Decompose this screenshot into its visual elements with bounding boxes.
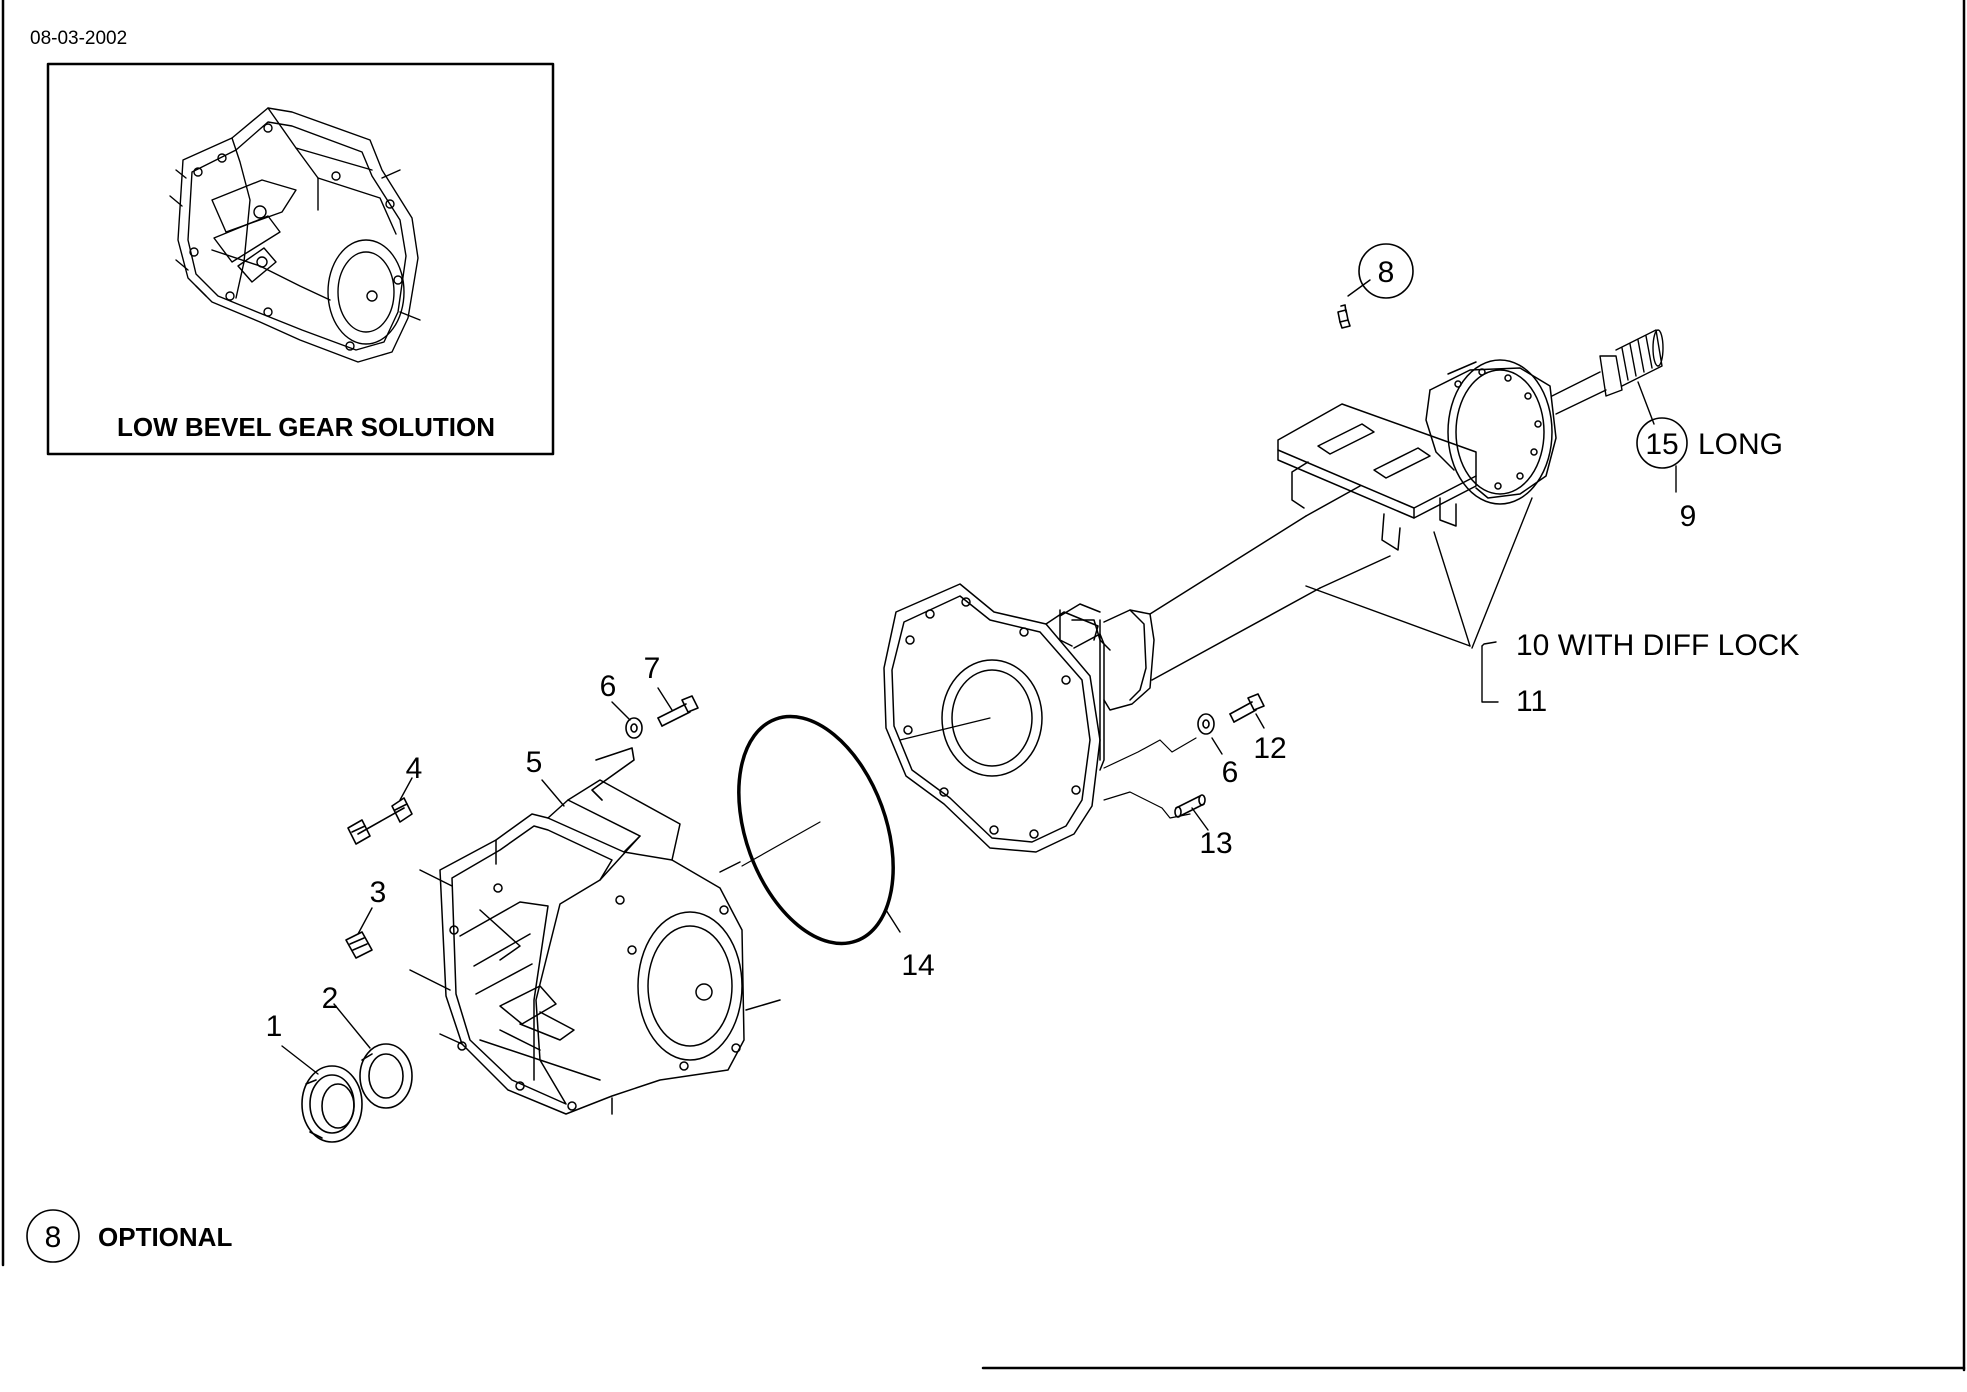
callout-13: 13 <box>1199 827 1232 860</box>
center-axis-line <box>741 717 991 867</box>
callout-3: 3 <box>370 876 387 909</box>
part-1-seal <box>301 1065 363 1143</box>
axle-mounting-bracket <box>1277 403 1477 551</box>
callout-leaders <box>281 279 1677 1075</box>
callout-6-upper: 6 <box>600 670 617 703</box>
part-6-washer-a <box>625 717 643 739</box>
part-2-washer <box>359 1043 413 1109</box>
part-5-housing <box>409 779 781 1115</box>
callout-labels: 1 2 3 4 5 6 7 8 15 LONG 9 10 WITH DIFF L… <box>266 256 1800 1043</box>
callout-15-long: LONG <box>1698 428 1783 461</box>
callout-11: 11 <box>1516 685 1547 718</box>
part-12-bolt <box>1229 693 1265 723</box>
part-4-plugs <box>347 797 413 845</box>
part-6-washer-b <box>1197 713 1215 735</box>
axle-flange <box>883 583 1101 853</box>
legend-symbol-number: 8 <box>45 1221 62 1254</box>
part-3-plug <box>345 931 373 959</box>
axle-hub <box>1425 359 1557 505</box>
callout-15: 15 <box>1645 428 1678 461</box>
callout-1: 1 <box>266 1010 283 1043</box>
callout-6-lower: 6 <box>1222 756 1239 789</box>
axle-tube <box>1059 485 1391 771</box>
part-13-pin <box>1174 794 1206 818</box>
splined-shaft <box>1551 329 1664 415</box>
callout-2: 2 <box>322 982 339 1015</box>
inset-box <box>46 62 555 456</box>
inset-caption: LOW BEVEL GEAR SOLUTION <box>117 412 495 442</box>
part-14-o-ring <box>737 714 895 946</box>
callout-7: 7 <box>644 652 661 685</box>
housing-alignment-leaders <box>591 747 635 801</box>
flange-hardware-leaders <box>1103 737 1197 819</box>
callout-5: 5 <box>526 746 543 779</box>
callout-10-with-diff-lock: 10 WITH DIFF LOCK <box>1516 629 1799 662</box>
callout-8: 8 <box>1378 256 1395 289</box>
drawing-date: 08-03-2002 <box>30 28 128 49</box>
inset-housing-drawing <box>169 107 421 363</box>
part-7-bolt <box>657 695 699 727</box>
part-8-grease-fitting <box>1337 304 1351 329</box>
callout-9: 9 <box>1680 500 1697 533</box>
callout-14: 14 <box>901 949 934 982</box>
callout-12: 12 <box>1253 732 1286 765</box>
callout-circles <box>26 243 1688 1263</box>
legend-optional-label: OPTIONAL <box>98 1222 232 1252</box>
callout-4: 4 <box>406 752 423 785</box>
